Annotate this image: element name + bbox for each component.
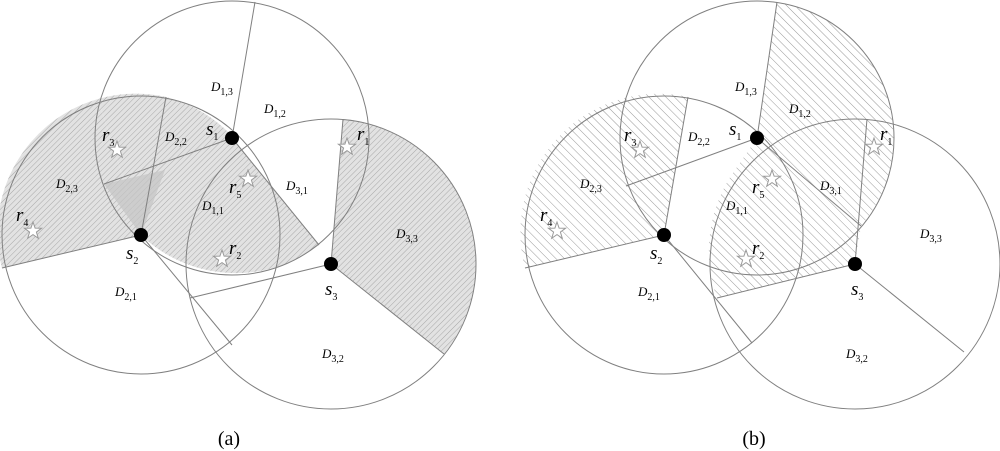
sector-d23-shaded (0, 99, 141, 268)
label-b-d23: D2,3 (579, 176, 602, 195)
label-s3: s3 (325, 279, 337, 303)
sector-d33-shaded (331, 119, 476, 354)
label-r3: r3 (102, 125, 114, 149)
target-star-b-r4 (546, 220, 568, 240)
label-d23: D2,3 (55, 176, 78, 195)
target-star-b-r5 (761, 168, 783, 188)
label-r1: r1 (357, 124, 369, 148)
coverage-circle-s2 (1, 95, 281, 375)
label-b-r2: r2 (752, 238, 764, 262)
ray-b-s3-downright (854, 263, 965, 353)
ray-b-s2-up (663, 96, 689, 236)
ray-b-s2-left (524, 234, 665, 269)
target-star-r3 (106, 139, 128, 159)
ray-b-s1-left (625, 137, 758, 187)
target-star-b-r2 (735, 248, 757, 268)
sensor-node-s3 (324, 257, 338, 271)
sensor-node-b-s3 (848, 257, 862, 271)
label-d22: D2,2 (164, 129, 187, 148)
coverage-circle-b-s3 (709, 118, 1000, 410)
target-star-r1 (336, 136, 358, 156)
sector-b-d22-hatched (621, 93, 688, 235)
ray-b-s1-up (756, 1, 778, 139)
coverage-circle-s1 (94, 0, 370, 276)
label-d11: D1,1 (201, 198, 224, 217)
target-star-r2 (211, 248, 233, 268)
label-b-s1: s1 (729, 119, 741, 143)
label-d12: D1,2 (263, 101, 286, 120)
label-b-d31: D3,1 (819, 178, 842, 197)
ray-s2-left (1, 234, 142, 269)
label-b-d22: D2,2 (687, 129, 710, 148)
label-d33: D3,3 (395, 226, 418, 245)
panel-a: s1 s2 s3 r1 r2 r3 r4 r5 D1,3 D1,2 D2,2 D… (0, 0, 477, 450)
label-d32: D3,2 (321, 346, 344, 365)
ray-s3-left (189, 263, 332, 299)
coverage-circle-b-s1 (619, 0, 895, 276)
label-r2: r2 (229, 238, 241, 262)
ray-s1-up (231, 1, 256, 139)
label-b-s3: s3 (851, 279, 863, 303)
ray-s1-lowerright (231, 137, 320, 246)
label-b-r5: r5 (752, 177, 764, 201)
sector-d11-shaded (141, 138, 319, 274)
label-r4: r4 (16, 205, 28, 229)
sensor-node-s2 (134, 228, 148, 242)
ray-s1-left (103, 137, 233, 185)
label-s1: s1 (206, 119, 218, 143)
coverage-circle-b-s2 (524, 95, 804, 375)
label-b-r1: r1 (880, 124, 892, 148)
label-d31: D3,1 (285, 178, 308, 197)
label-b-d11: D1,1 (725, 198, 748, 217)
label-b-d32: D3,2 (845, 346, 868, 365)
target-star-r5 (237, 168, 259, 188)
target-star-b-r1 (863, 136, 885, 156)
sensor-node-s1 (225, 131, 239, 145)
ray-s3-up (330, 118, 344, 265)
target-star-r4 (22, 220, 44, 240)
ray-s2-up (140, 96, 167, 236)
target-star-b-r3 (629, 139, 651, 159)
label-b-d33: D3,3 (919, 226, 942, 245)
ray-b-s1-lowerright (756, 137, 862, 227)
panel-b: s1 s2 s3 r1 r2 r3 r4 r5 D1,3 D1,2 D2,2 D… (520, 0, 1000, 450)
caption-a: (a) (218, 428, 240, 450)
label-b-d21: D2,1 (637, 284, 660, 303)
sector-d22-partial-shaded (141, 97, 232, 235)
ray-b-s3-left (716, 263, 856, 299)
label-b-r3: r3 (624, 125, 636, 149)
sensor-node-b-s1 (750, 131, 764, 145)
sector-d22-shaded (98, 93, 166, 235)
label-b-r4: r4 (540, 205, 552, 229)
ray-s3-downright (330, 263, 445, 355)
ray-b-s3-up (854, 118, 868, 265)
label-b-d12: D1,2 (788, 101, 811, 120)
label-b-d13: D1,3 (734, 79, 757, 98)
ray-b-s2-downright (663, 234, 753, 344)
label-d13: D1,3 (210, 79, 233, 98)
coverage-circle-s3 (185, 118, 477, 410)
sector-b-d12-hatched (757, 2, 894, 226)
ray-s2-downright (140, 234, 233, 346)
label-d21: D2,1 (114, 284, 137, 303)
label-b-s2: s2 (650, 243, 662, 267)
caption-b: (b) (742, 428, 765, 450)
label-r5: r5 (229, 177, 241, 201)
sensor-node-b-s2 (657, 228, 671, 242)
label-s2: s2 (126, 243, 138, 267)
